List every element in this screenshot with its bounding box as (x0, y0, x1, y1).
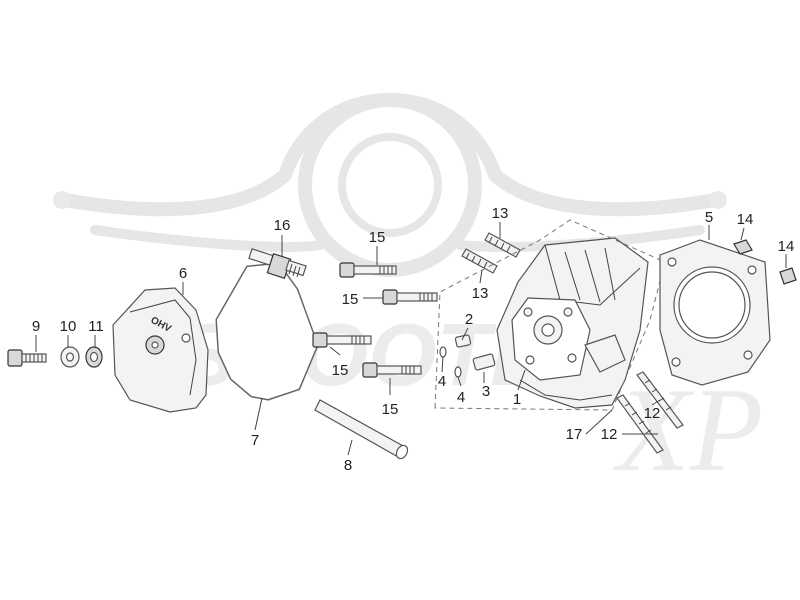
callout-2: 2 (465, 311, 473, 328)
callout-15c: 15 (332, 362, 349, 379)
callout-15b: 15 (342, 291, 359, 308)
part-6-head-cover: OHV (112, 287, 209, 413)
callouts: 9 10 11 6 7 8 16 15 15 15 15 13 13 2 4 4… (32, 205, 795, 474)
callout-10: 10 (60, 318, 77, 335)
callout-12b: 12 (601, 426, 618, 443)
part-16-spark-plug (248, 248, 307, 280)
part-13-studs (461, 232, 521, 274)
callout-12a: 12 (644, 405, 661, 422)
part-7-cover-gasket (215, 262, 319, 401)
callout-9: 9 (32, 318, 40, 335)
callout-14b: 14 (778, 238, 795, 255)
part-9-bolt (7, 349, 47, 367)
part-5-head-gasket (659, 239, 771, 386)
callout-7: 7 (251, 432, 259, 449)
part-14-dowels (733, 239, 797, 285)
callout-15d: 15 (382, 401, 399, 418)
callout-16: 16 (274, 217, 291, 234)
callout-11: 11 (88, 318, 104, 335)
callout-15a: 15 (369, 229, 386, 246)
callout-1: 1 (513, 391, 521, 408)
part-17-assembly-outline (434, 219, 666, 411)
callout-3: 3 (482, 383, 490, 400)
callout-8: 8 (344, 457, 352, 474)
callout-6: 6 (179, 265, 187, 282)
leader-lines (35, 222, 787, 456)
callout-4b: 4 (457, 389, 465, 406)
callout-17: 17 (566, 426, 583, 443)
part-10-washer (60, 346, 80, 368)
part-15-bolts (312, 262, 438, 378)
part-11-seal (85, 346, 103, 368)
callout-13a: 13 (492, 205, 509, 222)
callout-5: 5 (705, 209, 713, 226)
callout-13b: 13 (472, 285, 489, 302)
watermark-brand-suffix: XP (613, 363, 764, 496)
part-8-tube (314, 399, 409, 460)
part-3-pin (472, 353, 496, 371)
part-4-orings (439, 346, 462, 378)
callout-4a: 4 (438, 373, 446, 390)
callout-14a: 14 (737, 211, 754, 228)
part-2-pin (454, 334, 472, 348)
part-1-cylinder-head (496, 237, 649, 409)
